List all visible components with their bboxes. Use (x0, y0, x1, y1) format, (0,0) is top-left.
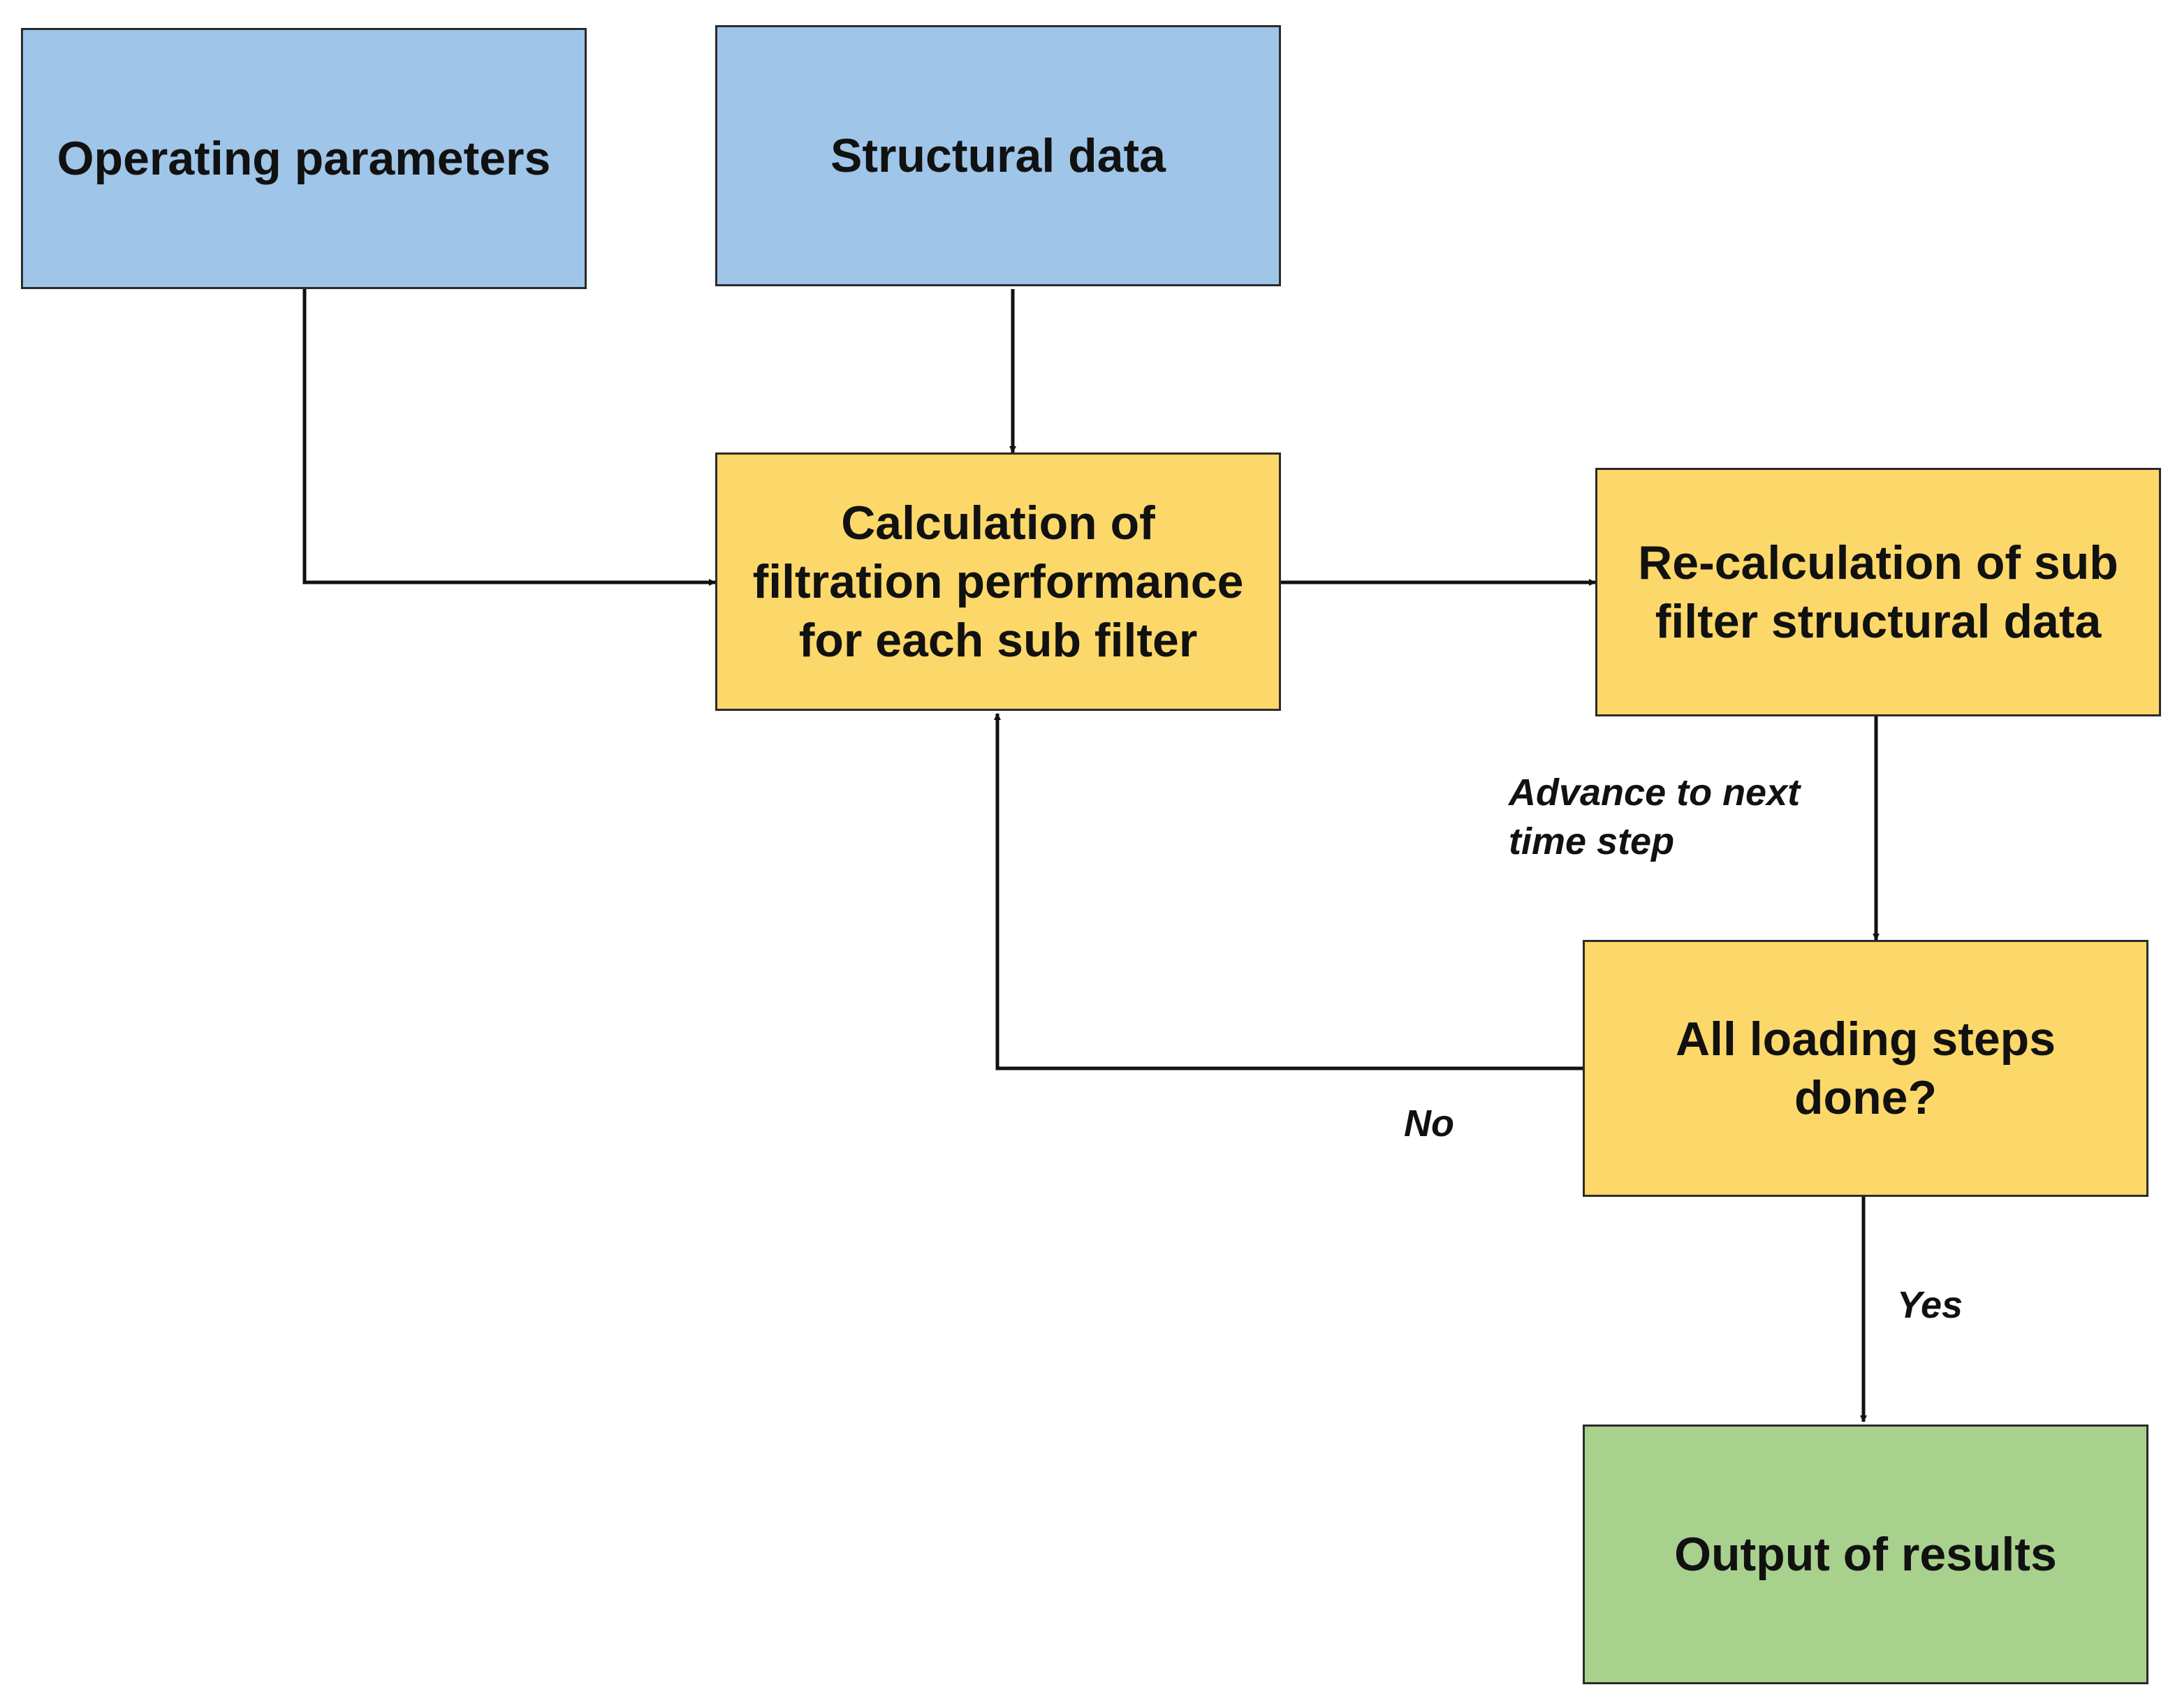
decision-box: All loading steps done? (1583, 940, 2148, 1197)
structural-data-label: Structural data (830, 129, 1166, 182)
no-branch-label: No (1404, 1103, 1454, 1144)
recalculation-box: Re-calculation of sub filter structural … (1595, 468, 2161, 716)
operating-parameters-label: Operating parameters (57, 132, 551, 185)
recalculation-label: Re-calculation of sub filter structural … (1638, 536, 2118, 648)
calculation-box: Calculation of filtration performance fo… (715, 452, 1281, 711)
advance-time-step-label: Advance to next time step (1509, 772, 1801, 862)
calculation-label: Calculation of filtration performance fo… (752, 496, 1244, 667)
connector-decision-no-loop (994, 713, 1583, 1070)
structural-data-box: Structural data (715, 25, 1281, 286)
yes-branch-label: Yes (1897, 1284, 1963, 1326)
output-box: Output of results (1583, 1424, 2148, 1684)
connector-operating-to-calculation (302, 289, 716, 586)
decision-label: All loading steps done? (1675, 1013, 2056, 1124)
output-label: Output of results (1674, 1528, 2057, 1581)
operating-parameters-box: Operating parameters (21, 28, 587, 289)
